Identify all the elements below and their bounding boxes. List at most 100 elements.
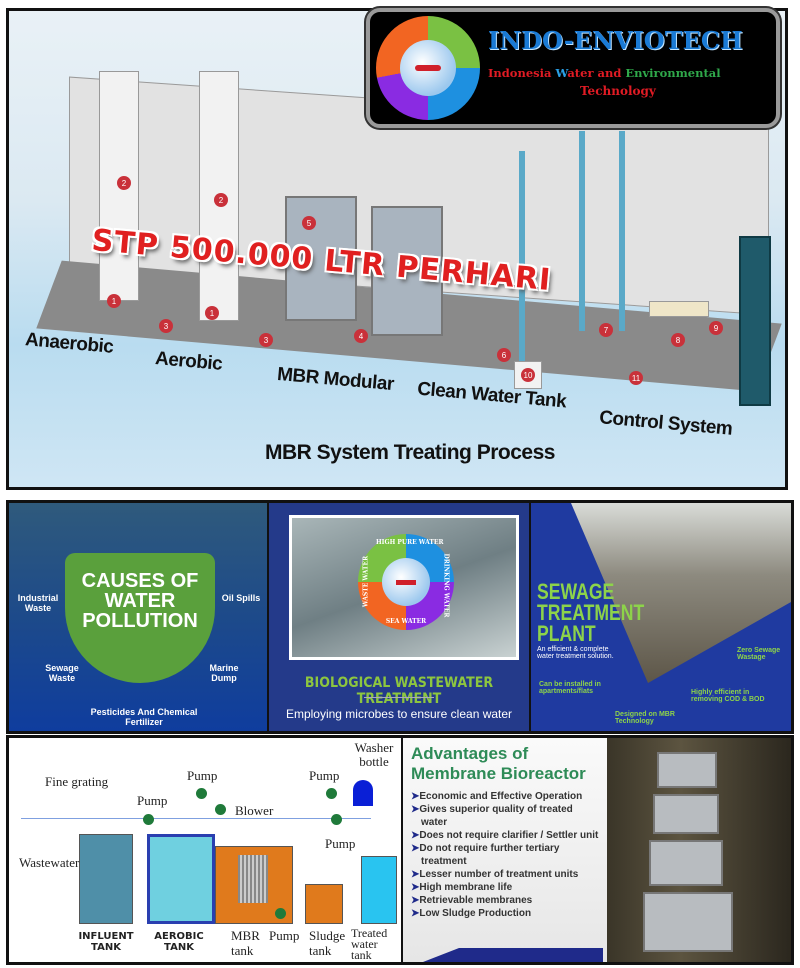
tank-label: MBR tank bbox=[231, 928, 260, 958]
list-item: Does not require clarifier / Settler uni… bbox=[411, 829, 601, 842]
pump-icon bbox=[326, 788, 337, 799]
pipe bbox=[579, 131, 585, 331]
tagline-part: nvironmental bbox=[634, 66, 721, 80]
biological-title: BIOLOGICAL WASTEWATER TREATMENT bbox=[304, 675, 494, 707]
decorative-band bbox=[423, 948, 603, 962]
cause-marine-dump: Marine Dump bbox=[209, 663, 239, 683]
fine-grating-label: Fine grating bbox=[45, 774, 109, 789]
treated-water-tank bbox=[361, 856, 397, 924]
title-line: CAUSES OF bbox=[81, 570, 199, 592]
membrane-module bbox=[657, 752, 717, 788]
cause-pesticides: Pesticides And Chemical Fertilizer bbox=[90, 707, 198, 727]
marker: 4 bbox=[354, 329, 368, 343]
pollution-title: CAUSES OF WATER POLLUTION bbox=[65, 571, 215, 631]
cause-oil-spills: Oil Spills bbox=[221, 593, 261, 603]
pump-label: Pump bbox=[137, 793, 168, 808]
blower-label: Blower bbox=[235, 803, 274, 818]
mbr-advantages-panel: Advantages of Membrane Bioreactor Econom… bbox=[401, 738, 607, 962]
inflow-pipe bbox=[21, 818, 371, 819]
pump-icon bbox=[196, 788, 207, 799]
logo-tagline: Indonesia Water and Environmental bbox=[488, 66, 721, 80]
sewage-tagline: An efficient & complete water treatment … bbox=[537, 646, 614, 660]
tank-label: AEROBIC TANK bbox=[154, 931, 204, 953]
title-line: TREATMENT bbox=[537, 600, 645, 625]
ring-label-waste-water: WASTE WATER bbox=[362, 555, 370, 608]
list-item: Retrievable membranes bbox=[411, 894, 601, 907]
marker: 3 bbox=[159, 319, 173, 333]
logo-tagline-line2: Technology bbox=[580, 84, 656, 98]
marker: 1 bbox=[205, 306, 219, 320]
list-item: Lesser number of treatment units bbox=[411, 868, 601, 881]
title-line: WATER bbox=[104, 590, 176, 612]
process-caption: MBR System Treating Process bbox=[265, 441, 555, 464]
cause-industrial-waste: Industrial Waste bbox=[17, 593, 59, 613]
tagline-part: ater and bbox=[567, 66, 626, 80]
membrane-module bbox=[653, 794, 719, 834]
tagline-part: Indonesia bbox=[488, 66, 556, 80]
mbr-process-diagram: Fine grating Wastewater Pump Pump Blower… bbox=[9, 738, 401, 962]
title-line: PLANT bbox=[537, 621, 596, 646]
washer-bottle-icon bbox=[353, 780, 373, 806]
marker: 6 bbox=[497, 348, 511, 362]
marker: 7 bbox=[599, 323, 613, 337]
pump-icon bbox=[331, 814, 342, 825]
water-cycle-ring-icon bbox=[376, 16, 480, 120]
divider bbox=[364, 697, 434, 698]
biological-subtitle: Employing microbes to ensure clean water bbox=[285, 707, 513, 721]
feature-item: Zero Sewage Wastage bbox=[737, 647, 781, 661]
aerobic-tank bbox=[147, 834, 215, 924]
ring-label-drinking-water: DRINKING WATER bbox=[442, 553, 450, 618]
tank-label: Pump bbox=[269, 928, 300, 943]
list-item: Low Sludge Production bbox=[411, 907, 601, 920]
tagline-part: E bbox=[625, 66, 635, 80]
sewage-treatment-plant-panel: SEWAGE TREATMENT PLANT An efficient & co… bbox=[531, 503, 791, 731]
logo-name: INDO-ENVIOTECH bbox=[488, 26, 743, 55]
info-panels-row: CAUSES OF WATER POLLUTION Industrial Was… bbox=[6, 500, 794, 734]
globe-icon bbox=[400, 40, 456, 96]
membrane-module bbox=[649, 840, 723, 886]
influent-tank bbox=[79, 834, 133, 924]
aeration-basin-photo: HIGH PURE WATER DRINKING WATER SEA WATER… bbox=[289, 515, 519, 660]
mbr-module bbox=[285, 196, 357, 321]
company-logo: INDO-ENVIOTECH Indonesia Water and Envir… bbox=[366, 8, 780, 128]
stage-label: Aerobic bbox=[154, 348, 224, 375]
control-cabinet bbox=[739, 236, 771, 406]
stage-label: Clean Water Tank bbox=[416, 378, 568, 413]
tank-label: Treated water tank bbox=[351, 926, 388, 962]
tank-label: INFLUENT TANK bbox=[78, 931, 134, 953]
membrane-module bbox=[643, 892, 733, 952]
marker: 1 bbox=[107, 294, 121, 308]
mbr-info-row: Fine grating Wastewater Pump Pump Blower… bbox=[6, 735, 794, 965]
washer-bottle-label: Washer bottle bbox=[354, 740, 394, 769]
tagline-part: W bbox=[555, 66, 568, 80]
stage-label: MBR Modular bbox=[276, 363, 395, 396]
list-item: Do not require further tertiary treatmen… bbox=[411, 842, 601, 868]
pump-label: Pump bbox=[187, 768, 218, 783]
shield-shape bbox=[65, 553, 215, 683]
manifold bbox=[649, 301, 709, 317]
pipe bbox=[619, 131, 625, 331]
tank-label: Sludge tank bbox=[309, 928, 346, 958]
marker: 2 bbox=[214, 193, 228, 207]
feature-item: Highly efficient in removing COD & BOD bbox=[691, 689, 765, 703]
pump-label: Pump bbox=[309, 768, 340, 783]
list-item: High membrane life bbox=[411, 881, 601, 894]
title-line: POLLUTION bbox=[82, 610, 198, 632]
pump-icon bbox=[143, 814, 154, 825]
advantages-title: Advantages of Membrane Bioreactor bbox=[411, 744, 586, 783]
feature-item: Designed on MBR Technology bbox=[615, 711, 675, 725]
blower-icon bbox=[215, 804, 226, 815]
membrane-module-icon bbox=[238, 855, 268, 903]
biological-wastewater-panel: HIGH PURE WATER DRINKING WATER SEA WATER… bbox=[269, 503, 529, 731]
causes-of-water-pollution-panel: CAUSES OF WATER POLLUTION Industrial Was… bbox=[9, 503, 267, 731]
list-item: Gives superior quality of treated water bbox=[411, 803, 601, 829]
sewage-title: SEWAGE TREATMENT PLANT bbox=[537, 581, 645, 646]
marker: 11 bbox=[629, 371, 643, 385]
marker: 8 bbox=[671, 333, 685, 347]
pipe bbox=[519, 151, 525, 361]
stage-label: Control System bbox=[598, 407, 734, 440]
pump-icon bbox=[275, 908, 286, 919]
globe-icon bbox=[382, 558, 430, 606]
marker: 9 bbox=[709, 321, 723, 335]
marker: 10 bbox=[521, 368, 535, 382]
